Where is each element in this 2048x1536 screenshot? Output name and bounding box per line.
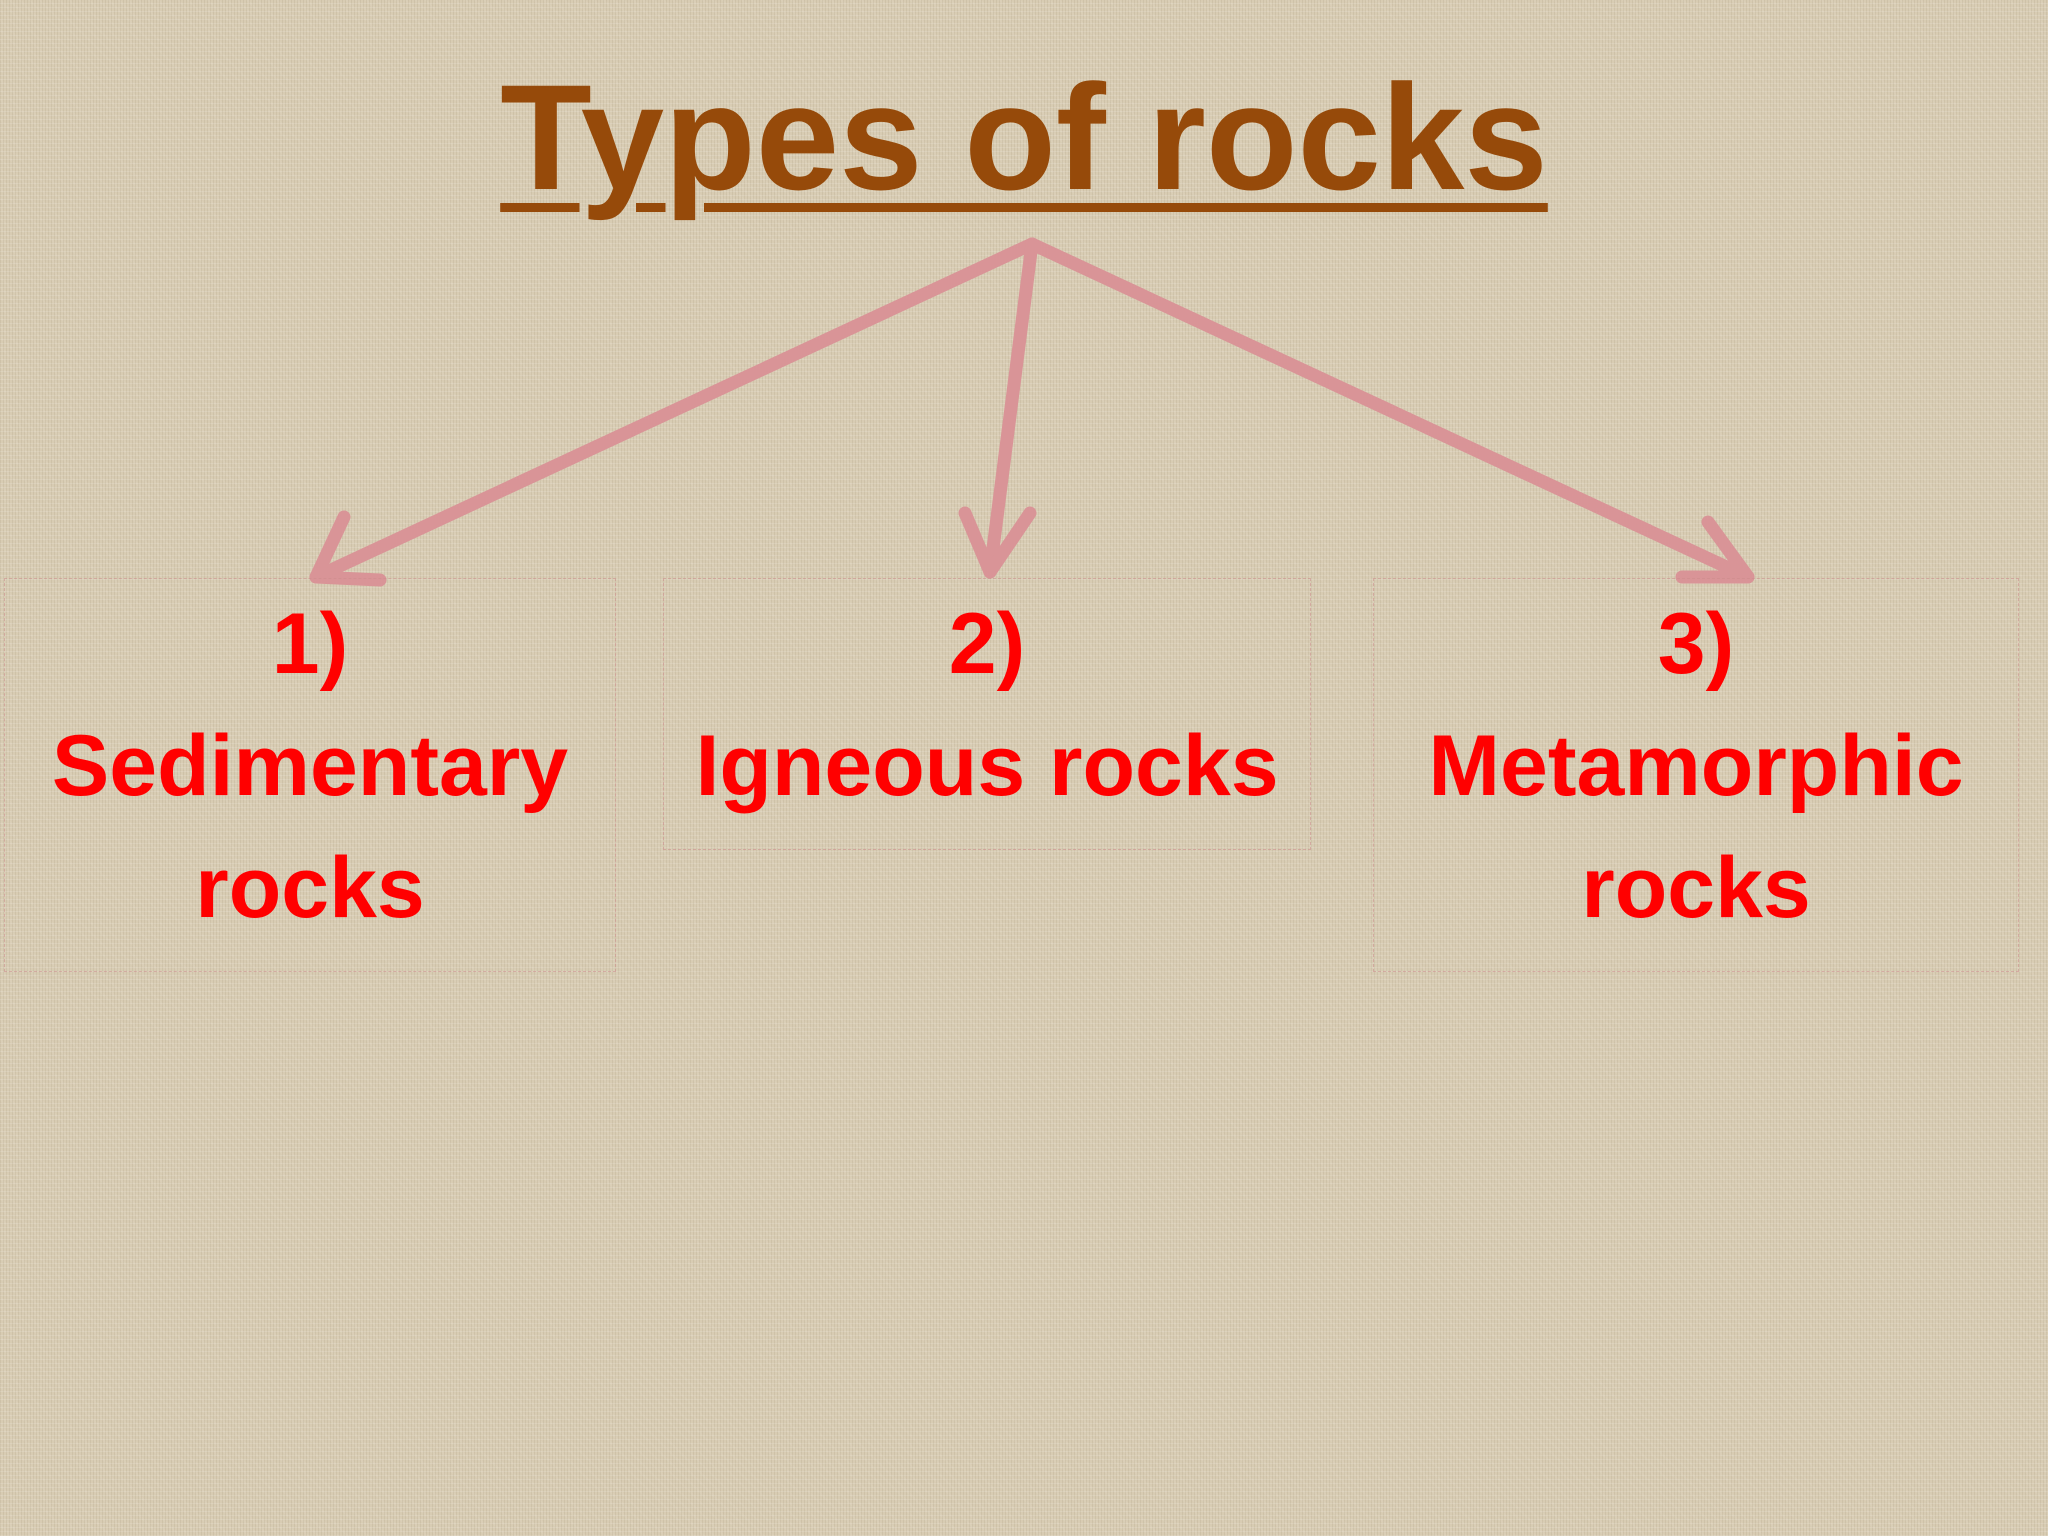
rock-type-igneous: 2) Igneous rocks	[663, 578, 1311, 850]
arrow-to-sedimentary	[309, 237, 1039, 587]
rock-type-name: Sedimentary rocks	[51, 718, 569, 936]
rock-type-sedimentary: 1) Sedimentary rocks	[4, 578, 616, 972]
rock-type-name: Metamorphic rocks	[1428, 718, 1964, 936]
rock-type-number: 3)	[1657, 596, 1735, 692]
slide-title: Types of rocks	[0, 52, 2048, 222]
slide-title-text: Types of rocks	[500, 53, 1548, 221]
rock-type-number: 1)	[271, 596, 349, 692]
rock-type-name: Igneous rocks	[695, 718, 1279, 814]
arrow-to-metamorphic	[1025, 237, 1755, 584]
rock-type-number: 2)	[948, 596, 1026, 692]
rock-type-metamorphic: 3) Metamorphic rocks	[1373, 578, 2019, 972]
arrow-to-igneous	[958, 237, 1039, 579]
